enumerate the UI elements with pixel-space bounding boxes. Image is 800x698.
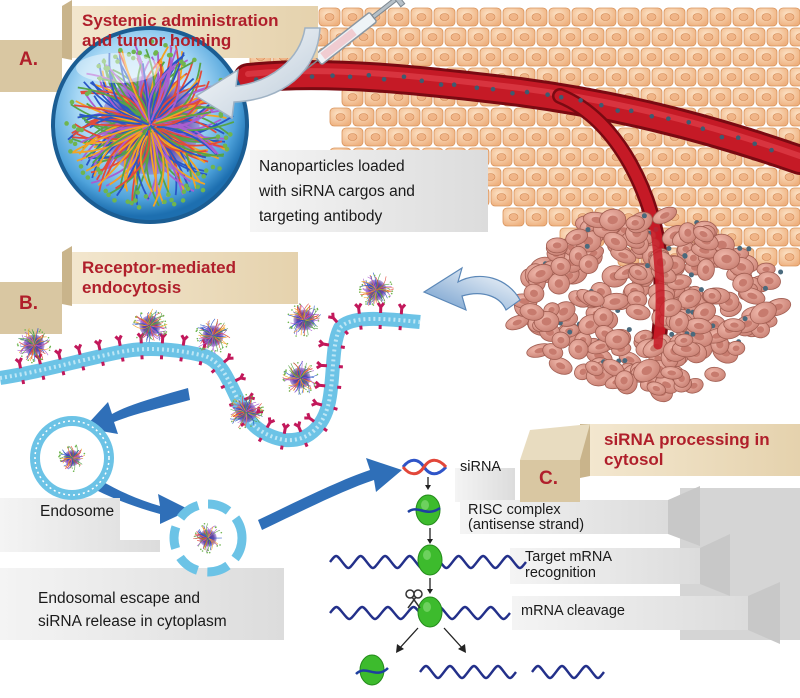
nanoparticle-zoom bbox=[51, 26, 249, 224]
step-risc-label-line1: RISC complex bbox=[468, 502, 561, 518]
section-c-title-line1: siRNA processing in bbox=[604, 430, 770, 449]
endocytosis-arrow bbox=[84, 388, 190, 434]
sirna-duplex-icon bbox=[401, 458, 448, 476]
section-a-title-line2: and tumor homing bbox=[82, 31, 232, 50]
step-risc-label-line2: (antisense strand) bbox=[468, 517, 585, 533]
escape-arrow bbox=[96, 480, 190, 524]
tumor-to-cell-arrow bbox=[422, 266, 521, 312]
to-cytosol-arrow bbox=[258, 458, 402, 530]
section-c-steps bbox=[455, 468, 800, 644]
step-target-label-line1: Target mRNA bbox=[525, 549, 613, 565]
escape-caption-line2: siRNA release in cytoplasm bbox=[38, 613, 227, 630]
nanoparticle-caption-line3: targeting antibody bbox=[259, 208, 383, 225]
cell-membrane bbox=[0, 272, 421, 450]
step-target-label-line2: recognition bbox=[525, 565, 596, 581]
endosome-caption: Endosome bbox=[40, 503, 115, 520]
escape-caption-panel bbox=[0, 568, 284, 640]
section-a-panel bbox=[0, 0, 318, 92]
section-b-letter: B. bbox=[19, 293, 38, 314]
section-b-title-line2: endocytosis bbox=[82, 278, 182, 297]
syringe-icon bbox=[297, 0, 406, 77]
section-c-letter: C. bbox=[539, 468, 558, 489]
section-c-title-line2: cytosol bbox=[604, 450, 664, 469]
section-a-title-line1: Systemic administration bbox=[82, 11, 279, 30]
caption-panel-a bbox=[250, 150, 488, 232]
step-sirna-label: siRNA bbox=[460, 459, 502, 475]
homing-arrow bbox=[194, 27, 321, 120]
step-cleavage-label: mRNA cleavage bbox=[521, 603, 625, 619]
tumor-mass bbox=[505, 206, 792, 403]
endosome-caption-panel bbox=[0, 498, 160, 552]
nanoparticle-caption-line1: Nanoparticles loaded bbox=[259, 158, 405, 175]
escape-caption-line1: Endosomal escape and bbox=[38, 590, 201, 607]
section-b-panel bbox=[0, 246, 298, 334]
nanoparticle-caption-line2: with siRNA cargos and bbox=[259, 183, 415, 200]
ruptured-endosome bbox=[169, 499, 247, 577]
endosome bbox=[30, 416, 114, 500]
section-a-letter: A. bbox=[19, 49, 38, 70]
section-c-panel bbox=[520, 424, 800, 502]
section-b-title-line1: Receptor-mediated bbox=[82, 258, 236, 277]
